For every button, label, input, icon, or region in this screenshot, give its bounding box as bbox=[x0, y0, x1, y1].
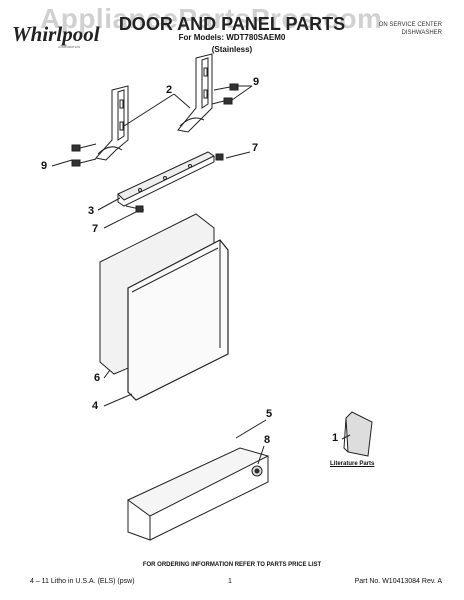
header-right-line-1: ON SERVICE CENTER bbox=[378, 22, 442, 28]
finish-line: (Stainless) bbox=[211, 45, 253, 54]
callout-9-right: 9 bbox=[253, 76, 260, 88]
rail-screw-right bbox=[215, 153, 224, 161]
page-title: DOOR AND PANEL PARTS bbox=[118, 14, 346, 34]
callout-3: 3 bbox=[88, 205, 95, 217]
litho-info: 4 – 11 Litho in U.S.A. (ELS) (psw) bbox=[30, 578, 135, 585]
right-hinge-bracket bbox=[177, 53, 213, 133]
outer-door-panel bbox=[127, 239, 229, 401]
callout-4: 4 bbox=[92, 400, 99, 412]
leader-lines bbox=[51, 85, 351, 465]
rail-screw-left bbox=[135, 205, 144, 213]
callout-7-right: 7 bbox=[252, 142, 259, 154]
ordering-info: FOR ORDERING INFORMATION REFER TO PARTS … bbox=[142, 562, 322, 568]
left-hinge-bracket bbox=[95, 85, 129, 161]
toe-panel bbox=[127, 447, 270, 541]
brand-tagline: CORPORATION bbox=[58, 45, 81, 49]
callout-5: 5 bbox=[266, 408, 273, 420]
header-right-line-2: DISHWASHER bbox=[401, 30, 442, 36]
callout-1: 1 bbox=[332, 432, 339, 444]
watermark: AppliancePartsPros.com bbox=[40, 3, 383, 34]
page-number: 1 bbox=[228, 578, 232, 585]
literature-part bbox=[343, 411, 373, 457]
literature-parts-label: Literature Parts bbox=[330, 461, 375, 467]
part-number: Part No. W10413084 Rev. A bbox=[354, 578, 442, 585]
callout-6: 6 bbox=[94, 372, 101, 384]
brand-logo: Whirlpool bbox=[12, 22, 100, 46]
toe-panel-screw bbox=[251, 465, 263, 477]
callout-7-left: 7 bbox=[92, 223, 99, 235]
model-line: For Models: WDT780SAEM0 bbox=[178, 33, 286, 42]
door-support-rail bbox=[117, 151, 216, 211]
hinge-screw-left bbox=[71, 143, 97, 167]
hinge-screw-right bbox=[211, 83, 239, 105]
callout-9-left: 9 bbox=[41, 160, 48, 172]
callout-2: 2 bbox=[166, 84, 173, 96]
callout-8: 8 bbox=[264, 434, 271, 446]
